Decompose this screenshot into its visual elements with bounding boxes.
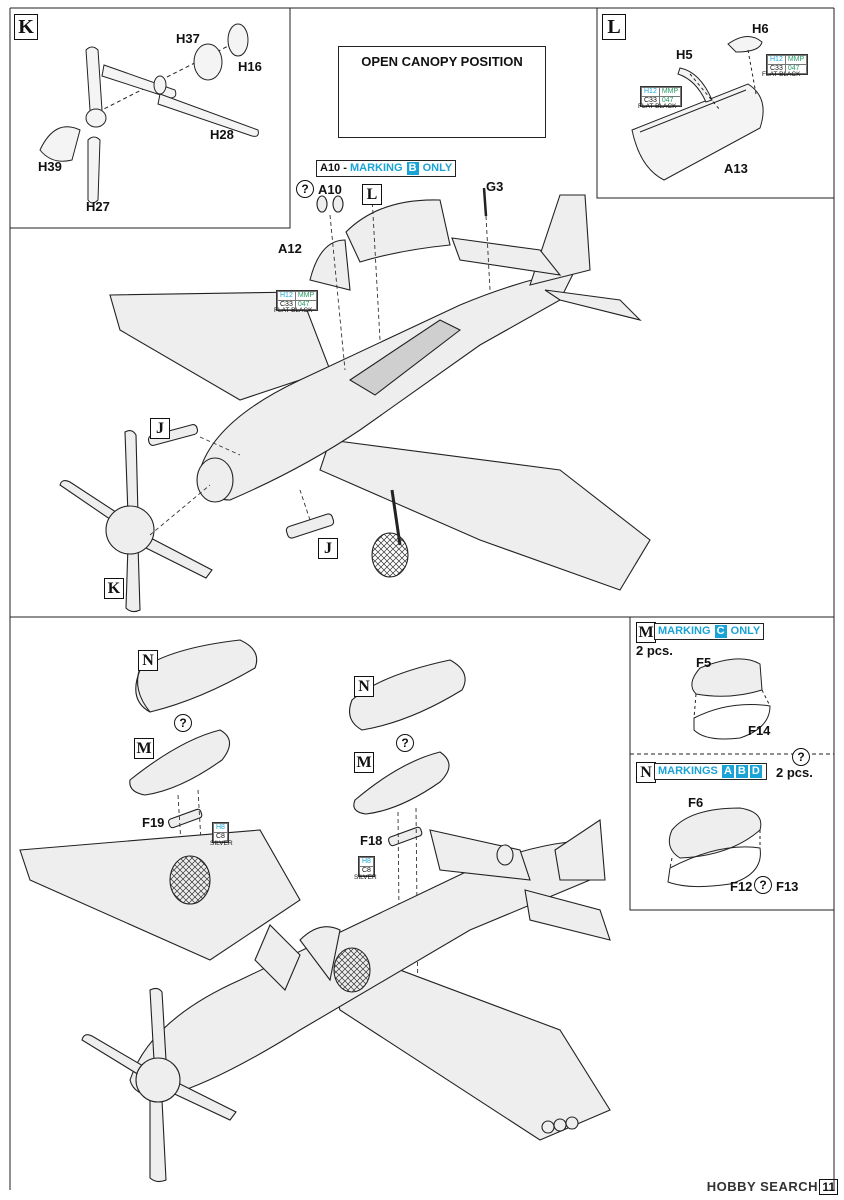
paint-name-f19: SILVER <box>210 840 233 847</box>
panel-n-badge: N <box>636 762 656 783</box>
marking-c-only-banner: MARKING C ONLY <box>654 623 765 640</box>
panel-n-art <box>667 807 762 888</box>
part-h6: H6 <box>752 21 769 36</box>
page-number: 11 <box>819 1179 838 1195</box>
part-h28: H28 <box>210 127 234 142</box>
upper-leader-lines <box>149 195 491 536</box>
question-icon: ? <box>396 734 414 752</box>
part-h16: H16 <box>238 59 262 74</box>
paint-name-a12: FLAT BLACK <box>274 307 313 314</box>
question-icon: ? <box>754 876 772 894</box>
part-f14: F14 <box>748 723 771 738</box>
part-h27: H27 <box>86 199 110 214</box>
part-g3: G3 <box>486 179 504 194</box>
panel-m-qty: 2 pcs. <box>636 643 673 658</box>
callout-j-upper: J <box>150 418 170 439</box>
question-icon: ? <box>792 748 810 766</box>
callout-l: L <box>362 184 382 205</box>
part-f13: F13 <box>776 879 799 894</box>
callout-n-left: N <box>138 650 158 671</box>
drop-tanks <box>129 639 466 847</box>
callout-k: K <box>104 578 124 599</box>
paint-name-h5: FLAT BLACK <box>638 103 677 110</box>
part-f18: F18 <box>360 833 383 848</box>
callout-m-left: M <box>134 738 154 759</box>
part-h37: H37 <box>176 31 200 46</box>
question-icon: ? <box>174 714 192 732</box>
callout-n-right: N <box>354 676 374 697</box>
callout-j-lower: J <box>318 538 338 559</box>
panel-m-badge: M <box>636 622 656 643</box>
part-f12: F12 <box>730 879 753 894</box>
panel-borders <box>9 7 835 1190</box>
canopy-exploded <box>631 36 764 181</box>
propeller-exploded <box>39 23 259 204</box>
lower-aircraft <box>19 819 611 1183</box>
part-f19: F19 <box>142 815 165 830</box>
paint-name-f18: SILVER <box>354 874 377 881</box>
part-a12: A12 <box>278 241 302 256</box>
callout-m-right: M <box>354 752 374 773</box>
part-h39: H39 <box>38 159 62 174</box>
panel-n-qty: 2 pcs. <box>776 765 813 780</box>
panel-k-badge: K <box>14 14 38 40</box>
marking-b-only-banner: A10 - MARKING B ONLY <box>316 160 457 177</box>
question-icon: ? <box>296 180 314 198</box>
paint-name-h6: FLAT BLACK <box>762 71 801 78</box>
open-canopy-title: OPEN CANOPY POSITION <box>361 54 523 69</box>
part-f6: F6 <box>688 795 704 810</box>
panel-l-badge: L <box>602 14 626 40</box>
hobby-search-watermark: HOBBY SEARCH <box>706 1179 818 1194</box>
part-a10: A10 <box>318 182 342 197</box>
upper-aircraft <box>59 187 651 613</box>
part-h5: H5 <box>676 47 693 62</box>
part-f5: F5 <box>696 655 712 670</box>
panel-m-art <box>691 658 771 740</box>
open-canopy-inset: OPEN CANOPY POSITION <box>338 46 546 138</box>
part-a13: A13 <box>724 161 748 176</box>
